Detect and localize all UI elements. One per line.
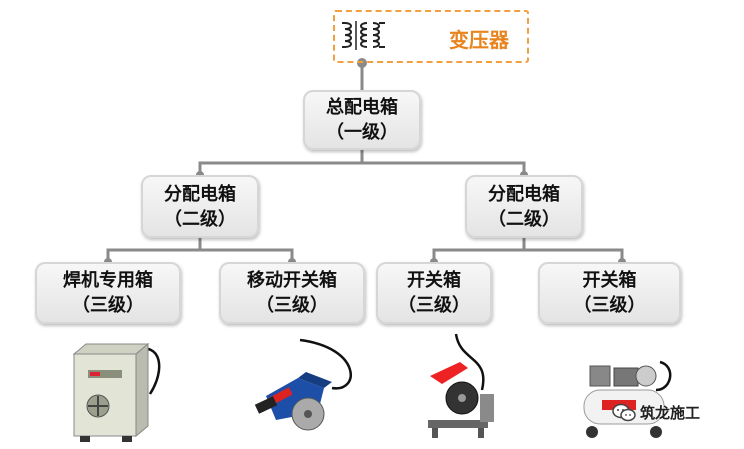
switch-box-level: （三级）	[398, 295, 470, 316]
main-box-title: 总配电箱	[326, 97, 398, 118]
switch-box-level: （三级）	[573, 295, 646, 316]
wechat-icon	[612, 403, 636, 421]
cut-off-saw-icon	[428, 333, 494, 438]
sub-box-title: 分配电箱	[164, 183, 236, 205]
transformer-box: 变压器	[333, 10, 529, 63]
main-distribution-box: 总配电箱 （一级）	[303, 90, 421, 150]
power-cutter-icon	[254, 338, 352, 431]
watermark: 筑龙施工	[612, 402, 700, 423]
switch-box-title: 开关箱	[582, 270, 637, 291]
switch-box-welder: 焊机专用箱 （三级）	[35, 262, 181, 324]
main-box-level: （一级）	[326, 122, 398, 143]
switch-box-compressor: 开关箱 （三级）	[538, 262, 681, 324]
switch-box-mobile: 移动开关箱 （三级）	[219, 262, 365, 324]
welding-machine-icon	[72, 342, 161, 442]
sub-box-title: 分配电箱	[488, 183, 560, 205]
switch-box-level: （三级）	[256, 295, 328, 316]
air-compressor-icon	[583, 360, 672, 438]
transformer-label: 变压器	[449, 28, 509, 52]
sub-box-level: （二级）	[488, 208, 560, 230]
watermark-text: 筑龙施工	[640, 404, 701, 422]
switch-box-title: 开关箱	[407, 270, 461, 291]
switch-box-title: 焊机专用箱	[63, 270, 153, 291]
switch-box-level: （三级）	[72, 295, 144, 316]
sub-distribution-box-right: 分配电箱 （二级）	[465, 175, 583, 238]
sub-distribution-box-left: 分配电箱 （二级）	[141, 175, 259, 238]
switch-box-saw: 开关箱 （三级）	[376, 262, 492, 324]
transformer-coil-icon	[342, 21, 385, 50]
switch-box-title: 移动开关箱	[247, 270, 337, 291]
sub-box-level: （二级）	[164, 208, 236, 230]
